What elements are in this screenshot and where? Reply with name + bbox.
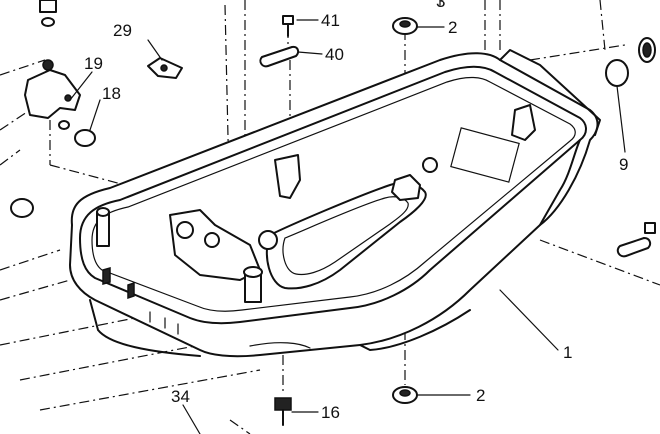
callout-part-41: 41 xyxy=(321,11,340,30)
part-9-spacer xyxy=(605,37,656,87)
callout-part-2-bottom: 2 xyxy=(476,386,485,405)
part-16-bolt xyxy=(274,397,292,426)
callout-part-1: 1 xyxy=(563,343,572,362)
part-2-bottom-grommet xyxy=(392,386,418,404)
callout-part-9: 9 xyxy=(619,155,628,174)
leader-lines xyxy=(69,0,626,434)
right-plate xyxy=(616,222,656,258)
callout-part-29: 29 xyxy=(113,21,132,40)
part-19-clip xyxy=(24,59,81,119)
callout-part-40: 40 xyxy=(325,45,344,64)
part-29-bracket xyxy=(147,57,183,79)
callout-labels: 3 41 40 2 29 19 18 9 1 2 34 16 xyxy=(84,0,628,422)
grommet-left xyxy=(10,198,34,218)
callout-part-3: 3 xyxy=(436,0,445,11)
callout-part-34: 34 xyxy=(171,387,190,406)
callout-part-19: 19 xyxy=(84,54,103,73)
part-40-plate xyxy=(259,45,300,68)
bottom-cowling-body xyxy=(69,49,601,358)
callout-part-2-top: 2 xyxy=(448,18,457,37)
top-left-screw xyxy=(39,0,57,27)
callout-part-18: 18 xyxy=(102,84,121,103)
callout-part-16: 16 xyxy=(321,403,340,422)
part-2-top-grommet xyxy=(392,17,418,35)
part-41-screw xyxy=(282,15,294,37)
part-18-grommet xyxy=(58,120,96,147)
